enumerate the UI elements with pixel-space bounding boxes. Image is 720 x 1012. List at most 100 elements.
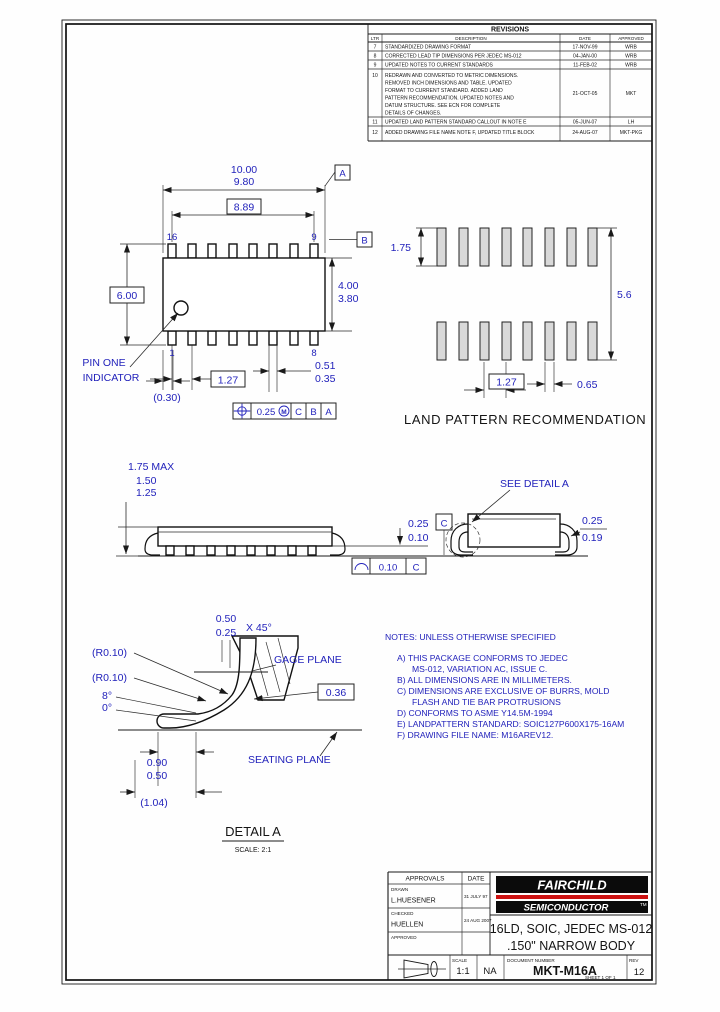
revision-row: 10 REDRAWN AND CONVERTED TO METRIC DIMEN… xyxy=(372,73,636,117)
drawn-date: 31 JULY 97 xyxy=(464,894,488,899)
datum-c-label: C xyxy=(441,519,448,530)
radius-callout-2: (R0.10) xyxy=(92,672,127,684)
dim-lead-thk-min: 0.19 xyxy=(582,532,603,544)
revisions-table: REVISIONS LTR DESCRIPTION DATE APPROVED … xyxy=(367,24,652,142)
svg-text:WRB: WRB xyxy=(625,45,637,51)
drawing-title-line1: 16LD, SOIC, JEDEC MS-012 xyxy=(490,922,653,936)
dim-foot-max: 0.90 xyxy=(147,757,168,769)
svg-text:CORRECTED LEAD TIP DIMENSIONS: CORRECTED LEAD TIP DIMENSIONS PER JEDEC … xyxy=(385,54,522,60)
scale-label: SCALE xyxy=(452,958,467,963)
note-line: F) DRAWING FILE NAME: M16AREV12. xyxy=(397,730,553,740)
radius-callout-1: (R0.10) xyxy=(92,647,127,659)
dim-body-width-max: 4.00 xyxy=(338,280,359,292)
svg-text:REDRAWN AND CONVERTED TO METRI: REDRAWN AND CONVERTED TO METRIC DIMENSIO… xyxy=(385,73,518,79)
note-line: MS-012, VARIATION AC, ISSUE C. xyxy=(412,664,547,674)
svg-text:A: A xyxy=(325,407,332,418)
svg-text:10: 10 xyxy=(372,73,378,79)
notes-block: NOTES: UNLESS OTHERWISE SPECIFIED A) THI… xyxy=(385,632,624,740)
flatness-tolerance-frame: 0.10 C xyxy=(351,557,427,575)
detail-a: 0.50 0.25 X 45° (R0.10) (R0.10) 8° 0° GA… xyxy=(92,613,362,854)
svg-text:ADDED DRAWING FILE NAME NOTE F: ADDED DRAWING FILE NAME NOTE F, UPDATED … xyxy=(385,130,535,136)
dim-height-max: 1.75 MAX xyxy=(128,461,174,473)
fairchild-logo: FAIRCHILD SEMICONDUCTOR TM xyxy=(496,876,648,914)
revision-row: 7 STANDARDIZED DRAWING FORMAT 17-NOV-99 … xyxy=(374,45,638,51)
dim-pin-span: 8.89 xyxy=(234,202,255,214)
doc-number-label: DOCUMENT NUMBER xyxy=(507,958,555,963)
pin-1-label: 1 xyxy=(169,348,174,359)
border-frame xyxy=(61,19,657,985)
svg-text:DETAILS OF CHANGES.: DETAILS OF CHANGES. xyxy=(385,111,441,117)
dim-pad-pitch: 1.27 xyxy=(496,377,517,389)
svg-text:STANDARDIZED DRAWING FORMAT: STANDARDIZED DRAWING FORMAT xyxy=(385,45,471,51)
datum-b-flag xyxy=(356,231,373,248)
note-line: B) ALL DIMENSIONS ARE IN MILLIMETERS. xyxy=(397,675,572,685)
dim-lead-thk-max: 0.25 xyxy=(582,515,603,527)
dim-lead-width-min: 0.35 xyxy=(315,373,336,385)
svg-text:WRB: WRB xyxy=(625,54,637,60)
svg-text:LH: LH xyxy=(628,120,635,126)
svg-text:M: M xyxy=(281,409,286,416)
drawn-name: L.HUESENER xyxy=(391,898,436,905)
pin-8-label: 8 xyxy=(311,348,316,359)
revision-row: 12 ADDED DRAWING FILE NAME NOTE F, UPDAT… xyxy=(372,130,642,136)
dim-lead-width-max: 0.51 xyxy=(315,360,336,372)
package-body-top-view xyxy=(162,257,326,332)
svg-text:PATTERN RECOMMENDATION. UPDATE: PATTERN RECOMMENDATION. UPDATED NOTES AN… xyxy=(385,96,514,102)
checked-label: CHECKED xyxy=(391,911,414,916)
top-view: 0.25 M C B A 10.00 9.80 8.89 A B 16 9 1 … xyxy=(82,164,373,420)
dim-foot-min: 0.50 xyxy=(147,770,168,782)
svg-text:21-OCT-05: 21-OCT-05 xyxy=(573,91,598,97)
svg-text:MKT-PKG: MKT-PKG xyxy=(620,130,643,136)
drawing-title-line2: .150" NARROW BODY xyxy=(507,939,636,953)
note-line: D) CONFORMS TO ASME Y14.5M-1994 xyxy=(397,708,553,718)
brand-tm: TM xyxy=(640,902,647,907)
sheet-info: SHEET 1 OF 1 xyxy=(585,975,616,980)
end-view: SEE DETAIL A 0.25 0.19 xyxy=(445,478,607,558)
land-pattern-caption: LAND PATTERN RECOMMENDATION xyxy=(404,412,646,427)
lead-section xyxy=(156,637,257,729)
pin-9-label: 9 xyxy=(311,232,316,243)
date-header: DATE xyxy=(468,876,486,883)
svg-text:WRB: WRB xyxy=(625,63,637,69)
inner-frame xyxy=(65,23,653,981)
pin-one-callout-1: PIN ONE xyxy=(82,357,125,369)
svg-text:12: 12 xyxy=(372,130,378,136)
detail-a-title: DETAIL A xyxy=(225,824,281,839)
svg-text:MKT: MKT xyxy=(626,91,637,97)
note-line: A) THIS PACKAGE CONFORMS TO JEDEC xyxy=(397,653,568,663)
land-pattern: 1.75 5.6 1.27 0.65 LAND PATTERN RECOMMEN… xyxy=(391,227,646,427)
note-line: FLASH AND TIE BAR PROTRUSIONS xyxy=(412,697,561,707)
see-detail-a-callout: SEE DETAIL A xyxy=(500,478,569,490)
revision-row: 9 UPDATED NOTES TO CURRENT STANDARDS 11-… xyxy=(374,63,638,69)
position-tolerance-frame: 0.25 M C B A xyxy=(232,402,337,420)
svg-text:24-AUG-07: 24-AUG-07 xyxy=(572,130,598,136)
svg-text:B: B xyxy=(310,407,316,418)
svg-text:UPDATED NOTES TO CURRENT STAND: UPDATED NOTES TO CURRENT STANDARDS xyxy=(385,63,494,69)
notes-title: NOTES: UNLESS OTHERWISE SPECIFIED xyxy=(385,632,556,642)
approvals-header: APPROVALS xyxy=(406,876,446,883)
profile-symbol-icon xyxy=(354,563,369,571)
svg-text:UPDATED LAND PATTERN STANDARD: UPDATED LAND PATTERN STANDARD CALLOUT IN… xyxy=(385,120,527,126)
svg-text:04-JAN-00: 04-JAN-00 xyxy=(573,54,597,60)
dim-overall-min: 9.80 xyxy=(234,176,255,188)
mmc-modifier-icon xyxy=(278,405,290,417)
dim-body-height: 6.00 xyxy=(117,290,138,302)
svg-text:FORMAT TO CURRENT STANDARD. AD: FORMAT TO CURRENT STANDARD. ADDED LAND xyxy=(385,88,503,94)
seating-plane-label: SEATING PLANE xyxy=(248,754,331,766)
dim-standoff-min: 0.10 xyxy=(408,532,429,544)
package-body-end-view xyxy=(467,513,561,548)
side-view: 1.75 MAX 1.50 1.25 0.25 0.10 C 0.10 C xyxy=(116,461,453,575)
checked-name: HUELLEN xyxy=(391,922,423,929)
svg-text:11-FEB-02: 11-FEB-02 xyxy=(573,63,597,69)
rev-col-ltr: LTR xyxy=(371,36,380,41)
dim-ref-030: (0.30) xyxy=(153,392,180,404)
dim-pad-width: 0.65 xyxy=(577,379,598,391)
svg-text:C: C xyxy=(295,407,302,418)
svg-text:8: 8 xyxy=(374,54,377,60)
svg-text:C: C xyxy=(413,563,420,574)
projection-symbol-icon xyxy=(398,959,446,979)
dim-lead-c: 0.36 xyxy=(326,687,347,699)
gage-plane-label: GAGE PLANE xyxy=(274,654,342,666)
dim-chamfer-max: 0.50 xyxy=(216,613,237,625)
